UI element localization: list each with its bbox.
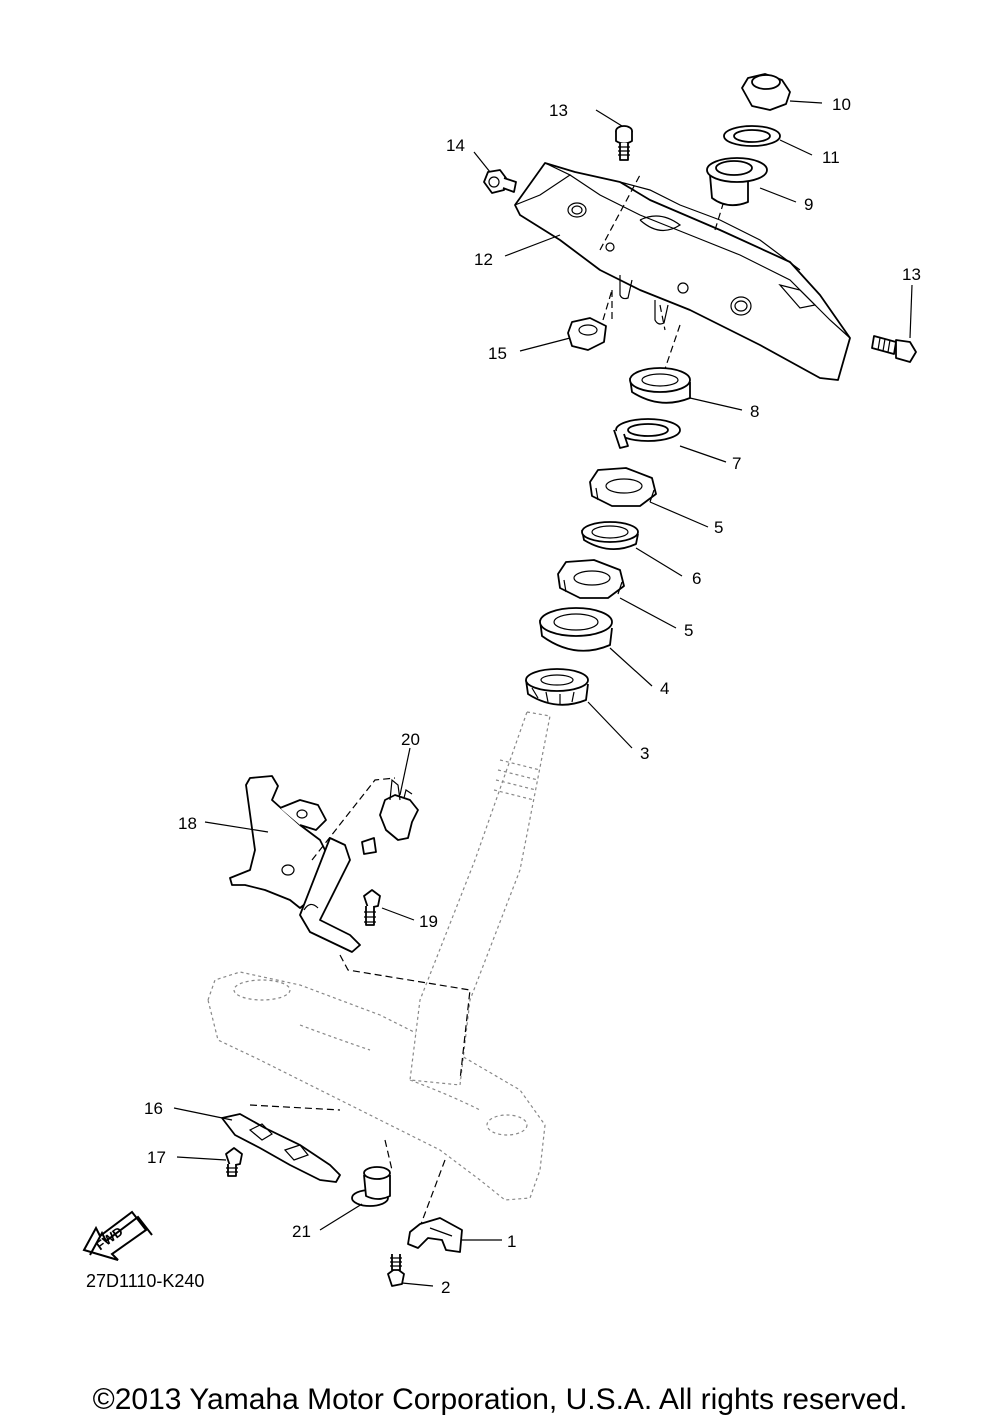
clip-20: [361, 778, 419, 855]
callout-3: 3: [640, 744, 649, 763]
washer-6: [581, 521, 639, 550]
lock-washer-7: [613, 418, 681, 449]
bolt-14: [483, 169, 517, 194]
copyright-notice: ©2013 Yamaha Motor Corporation, U.S.A. A…: [92, 1383, 908, 1416]
bearing-3: [525, 668, 589, 706]
callout-7: 7: [732, 454, 741, 473]
ring-nut-5-upper: [589, 467, 657, 507]
callout-8: 8: [750, 402, 759, 421]
bolt-2: [387, 1254, 405, 1287]
callout-19: 19: [419, 912, 438, 931]
bolt-13-top: [615, 125, 633, 161]
nut-15: [567, 317, 607, 351]
leader-lines: [173, 100, 913, 1287]
callout-5-lower: 5: [684, 621, 693, 640]
callout-11: 11: [822, 148, 840, 167]
callout-5-upper: 5: [714, 518, 723, 537]
bracket-18: [229, 775, 361, 953]
callout-18: 18: [178, 814, 197, 833]
callout-15: 15: [488, 344, 507, 363]
bushing-21: [351, 1166, 391, 1207]
callout-20: 20: [401, 730, 420, 749]
callout-21: 21: [292, 1222, 311, 1241]
bolt-19: [363, 889, 381, 926]
callout-9: 9: [804, 195, 813, 214]
callout-16: 16: [144, 1099, 163, 1118]
washer-11: [723, 125, 781, 147]
callout-6: 6: [692, 569, 701, 588]
bearing-4: [539, 607, 613, 652]
seal-8: [629, 367, 691, 404]
bolt-13-right: [871, 335, 917, 363]
ring-nut-5-lower: [557, 559, 625, 599]
diagram-code: 27D1110-K240: [86, 1271, 204, 1291]
lower-bracket: [207, 971, 546, 1201]
clamp-1: [407, 1217, 463, 1253]
steering-stem: [409, 711, 551, 1086]
bushing-9: [706, 157, 768, 207]
callout-13-top: 13: [549, 101, 568, 120]
callout-14: 14: [446, 136, 465, 155]
callout-12: 12: [474, 250, 493, 269]
plate-16: [221, 1113, 341, 1183]
callout-1: 1: [507, 1232, 516, 1251]
callout-10: 10: [832, 95, 851, 114]
cap-nut-10: [741, 73, 791, 111]
bolt-17: [225, 1147, 243, 1177]
upper-bracket: [514, 162, 851, 381]
callout-4: 4: [660, 679, 669, 698]
callout-17: 17: [147, 1148, 166, 1167]
callout-2: 2: [441, 1278, 450, 1297]
fwd-arrow-icon: FWD: [82, 1210, 153, 1261]
callout-13-right: 13: [902, 265, 921, 284]
